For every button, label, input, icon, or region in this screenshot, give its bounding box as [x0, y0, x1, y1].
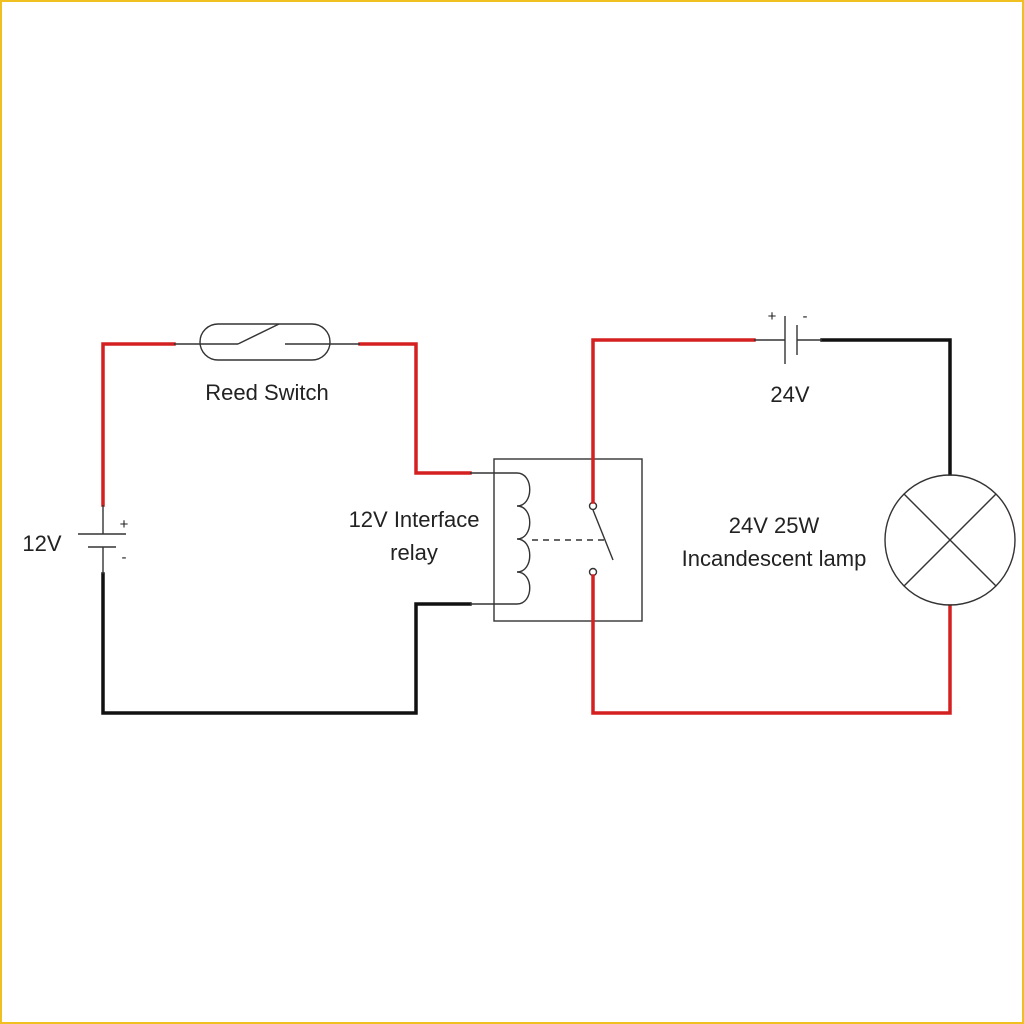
wire-lamp-return [591, 574, 952, 715]
battery-24v-label: 24V [770, 382, 809, 407]
relay-label-line1: 12V Interface [349, 507, 480, 532]
battery-24v [754, 316, 822, 364]
relay-switch-blade [592, 509, 614, 561]
wire-24v-negative [820, 338, 952, 476]
relay-coil [516, 472, 531, 605]
relay-housing [493, 458, 643, 622]
battery-12v-label: 12V [22, 531, 61, 556]
lamp-circle [884, 474, 1016, 606]
wire-12v-positive-left [101, 342, 176, 507]
battery-24v-minus-label: - [803, 308, 808, 325]
lamp-label-line1: 24V 25W [729, 513, 820, 538]
battery-24v-plus-label: + [768, 308, 777, 325]
wire-reed-to-relay [358, 342, 472, 475]
battery-12v [78, 505, 126, 574]
relay [470, 458, 643, 622]
reed-switch [174, 323, 360, 361]
relay-label-line2: relay [390, 540, 438, 565]
reed-switch-label: Reed Switch [205, 380, 329, 405]
battery-12v-plus-label: + [120, 516, 129, 533]
wire-12v-negative-return [101, 572, 472, 715]
wire-24v-positive [591, 338, 756, 504]
battery-12v-minus-label: - [122, 549, 127, 566]
lamp-label-line2: Incandescent lamp [682, 546, 867, 571]
lamp [884, 474, 1016, 606]
